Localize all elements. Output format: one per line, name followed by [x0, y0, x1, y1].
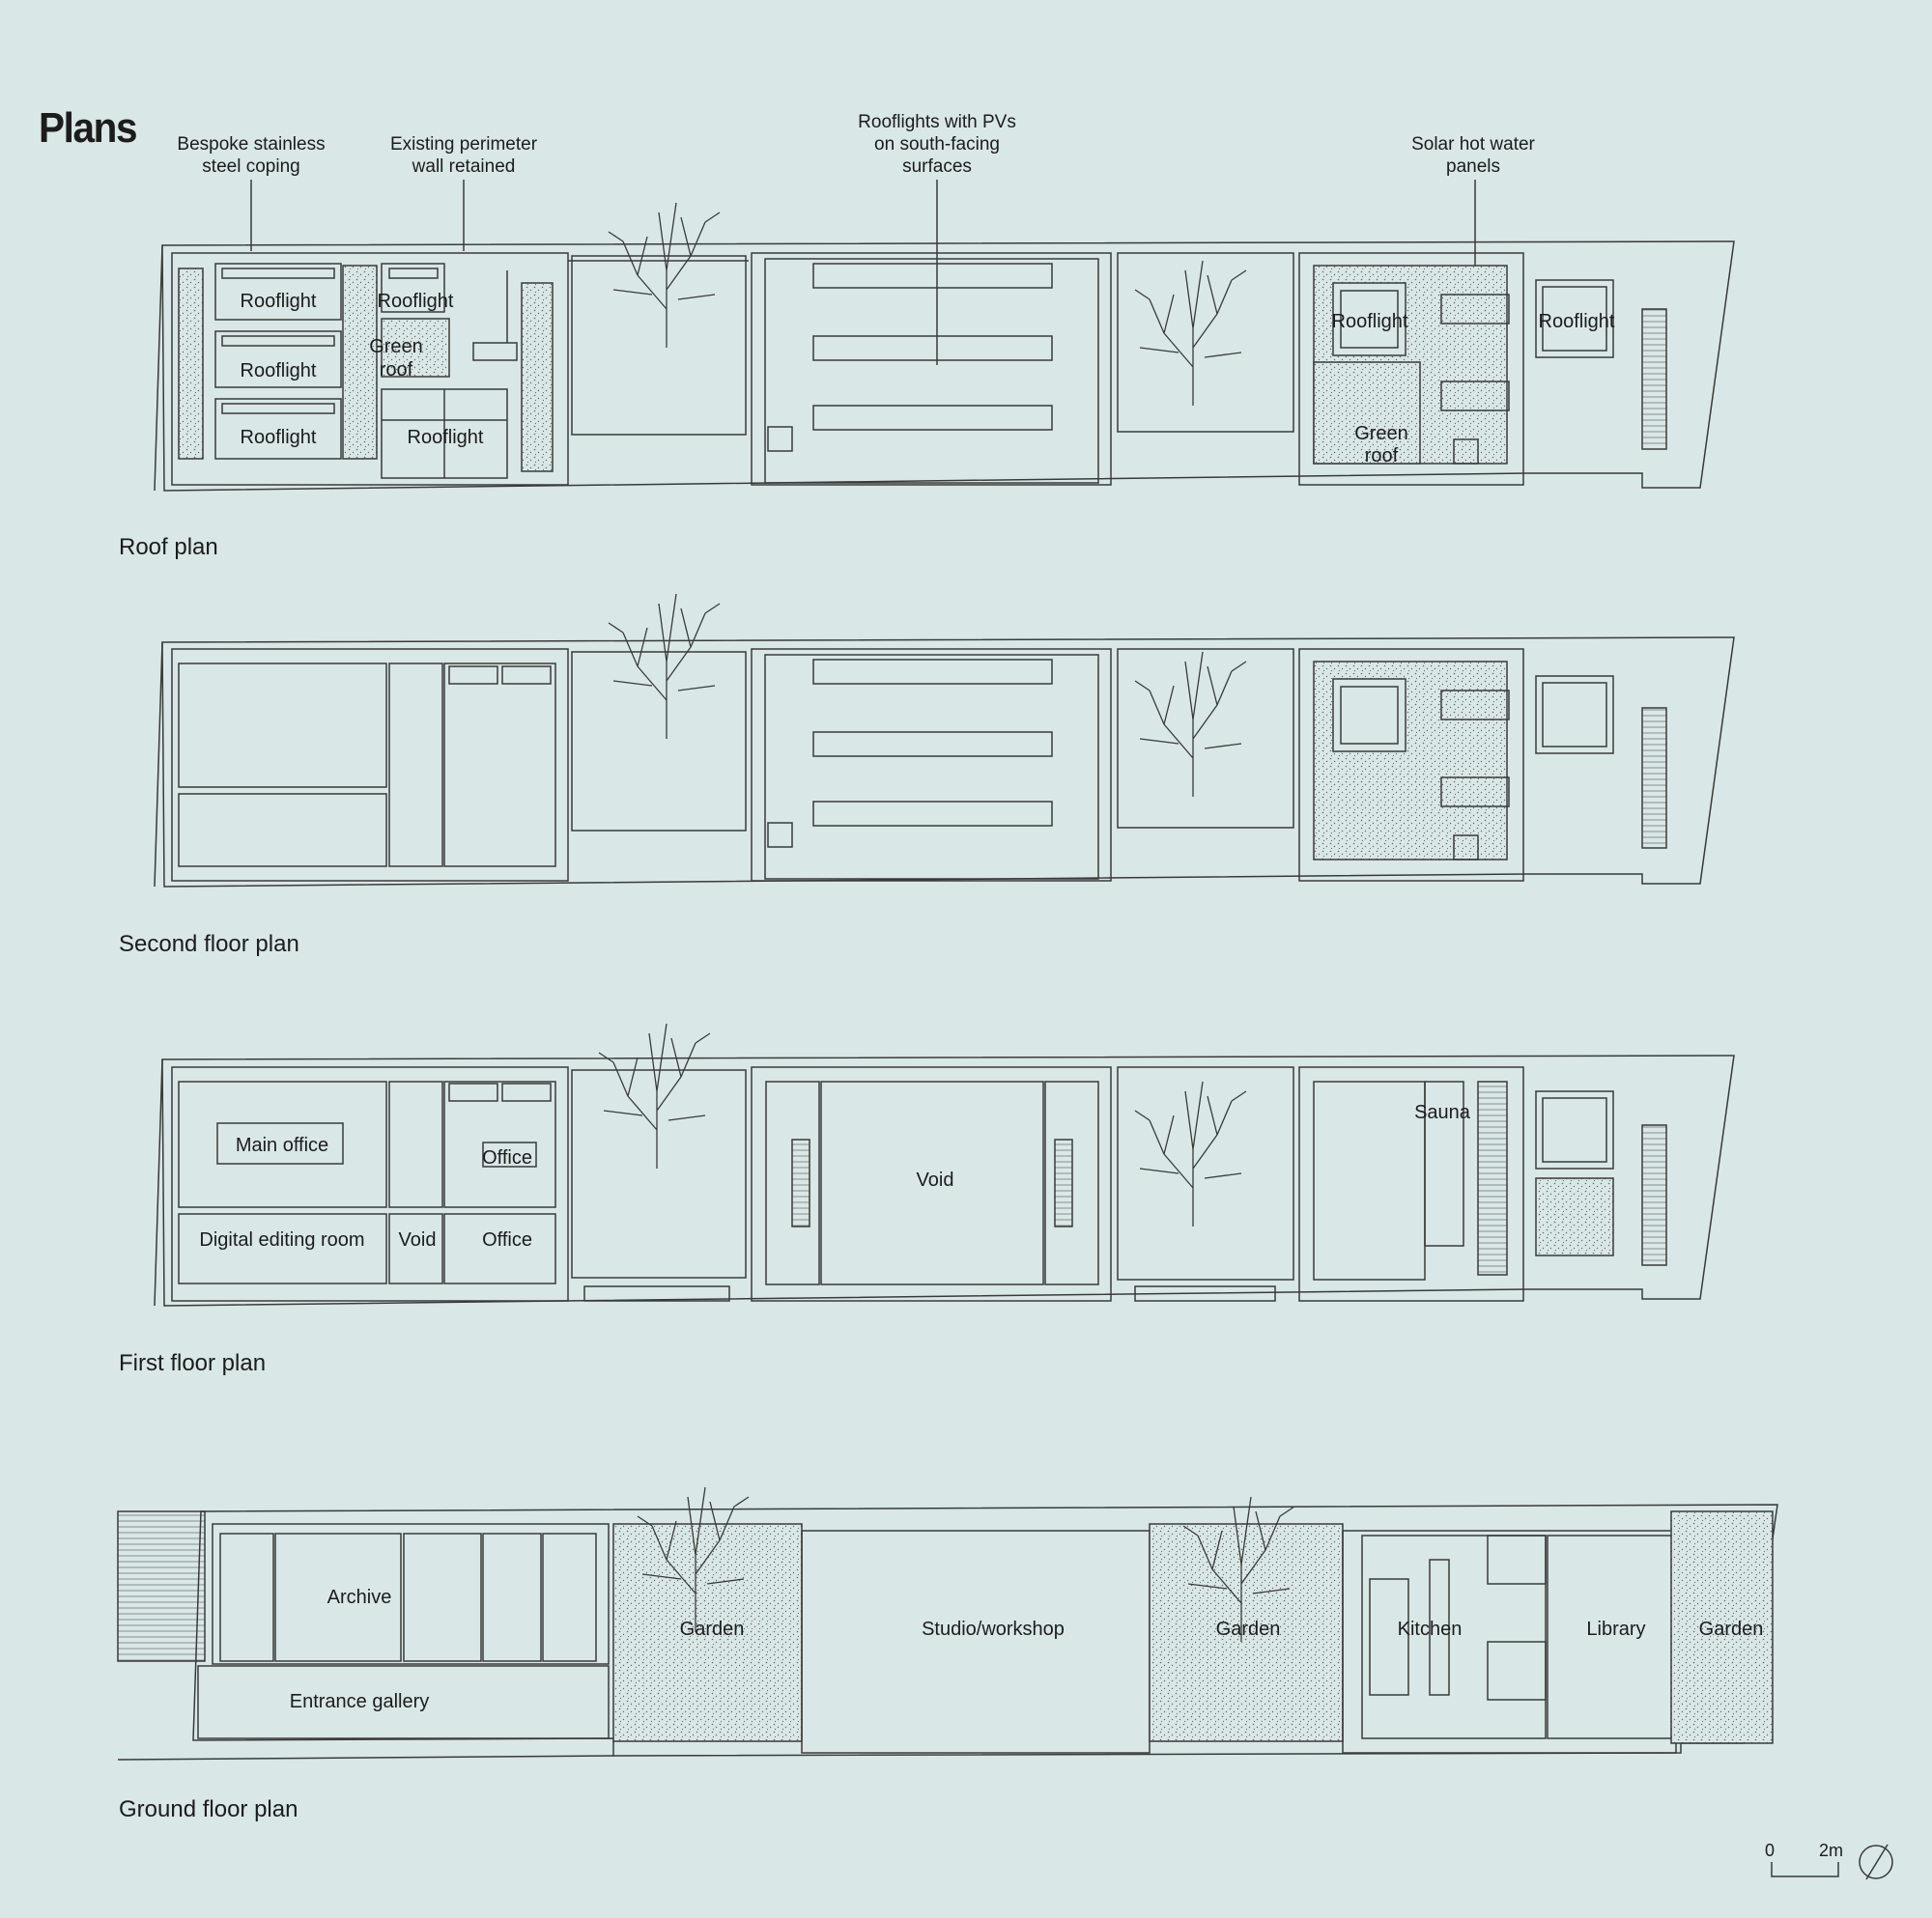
- label-void: Void: [399, 1229, 437, 1251]
- callout-coping: Bespoke stainless steel coping: [177, 134, 326, 177]
- roof-label-roof: roof: [380, 359, 413, 381]
- roof-label-rooflight: Rooflight: [378, 291, 454, 312]
- scale-label-zero: 0: [1765, 1841, 1776, 1860]
- roof-label-rooflight: Rooflight: [241, 360, 317, 381]
- label-office: Office: [482, 1229, 532, 1251]
- scale-bar: [1771, 1862, 1839, 1877]
- label-garden: Garden: [1216, 1619, 1281, 1640]
- label-garden: Garden: [680, 1619, 745, 1640]
- label-sauna: Sauna: [1414, 1102, 1471, 1123]
- roof-label-rooflight: Rooflight: [241, 427, 317, 448]
- tree-icon: [1134, 1081, 1247, 1227]
- label-entrance-gallery: Entrance gallery: [290, 1691, 430, 1712]
- caption-ground-floor-plan: Ground floor plan: [119, 1796, 298, 1822]
- label-main-office: Main office: [236, 1135, 328, 1156]
- label-garden: Garden: [1699, 1619, 1764, 1640]
- callout-solar-panels: Solar hot water panels: [1411, 134, 1535, 177]
- tree-icon: [1134, 651, 1247, 798]
- label-digital-editing-room: Digital editing room: [199, 1229, 364, 1251]
- second-floor-plan: [154, 636, 1735, 888]
- label-archive: Archive: [327, 1587, 392, 1608]
- label-void: Void: [917, 1170, 954, 1191]
- roof-label-rooflight: Rooflight: [1539, 311, 1615, 332]
- tree-icon: [608, 202, 721, 349]
- label-library: Library: [1586, 1619, 1645, 1640]
- label-kitchen: Kitchen: [1398, 1619, 1463, 1640]
- tree-icon: [1134, 260, 1247, 407]
- roof-label-rooflight: Rooflight: [408, 427, 484, 448]
- callout-perimeter-wall: Existing perimeter wall retained: [389, 134, 538, 177]
- tree-icon: [598, 1023, 711, 1170]
- caption-roof-plan: Roof plan: [119, 534, 218, 560]
- roof-label-green: Green: [1354, 423, 1408, 444]
- caption-first-floor-plan: First floor plan: [119, 1350, 267, 1376]
- scale-label-two-metres: 2m: [1819, 1841, 1844, 1860]
- roof-label-green: Green: [369, 336, 423, 357]
- roof-label-rooflight: Rooflight: [241, 291, 317, 312]
- first-floor-plan: [154, 1055, 1735, 1307]
- label-office: Office: [482, 1147, 532, 1169]
- caption-second-floor-plan: Second floor plan: [119, 931, 299, 957]
- page-title: Plans: [39, 104, 137, 152]
- roof-label-rooflight: Rooflight: [1332, 311, 1408, 332]
- roof-plan: [154, 240, 1735, 492]
- tree-icon: [608, 593, 721, 740]
- ground-floor-plan: [117, 1504, 1778, 1761]
- roof-label-roof: roof: [1365, 445, 1399, 466]
- label-studio-workshop: Studio/workshop: [922, 1619, 1065, 1640]
- callout-pv-rooflights: Rooflights with PVs on south-facing surf…: [858, 112, 1016, 177]
- north-arrow-icon: [1859, 1845, 1893, 1879]
